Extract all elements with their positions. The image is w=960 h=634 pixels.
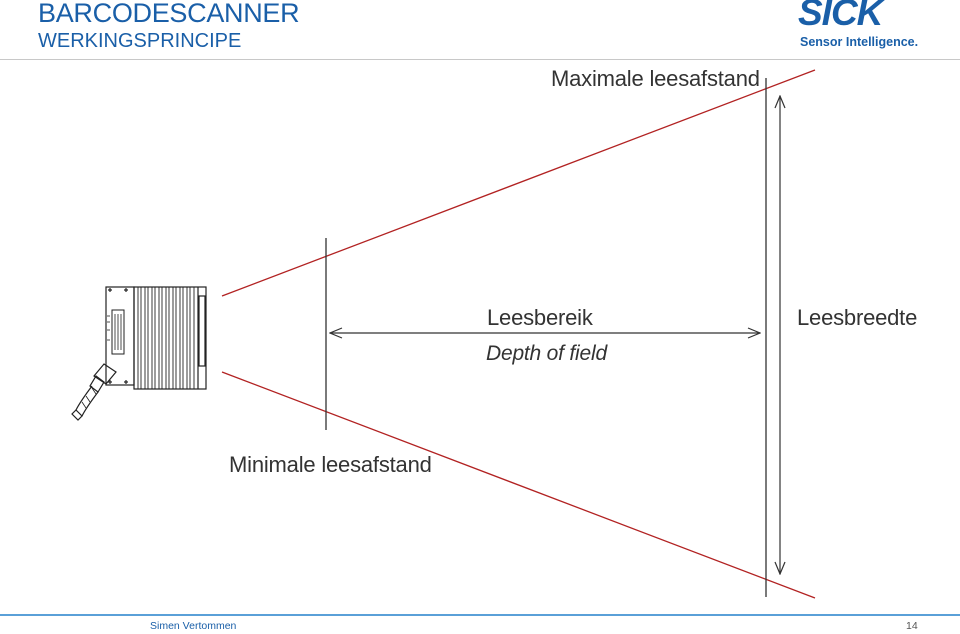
range-label: Leesbereik	[487, 305, 593, 330]
page-number: 14	[906, 620, 918, 632]
scanner-device-icon	[71, 286, 207, 421]
max-distance-label: Maximale leesafstand	[551, 66, 760, 91]
logo-wordmark: SICK	[798, 0, 883, 33]
min-distance-label: Minimale leesafstand	[229, 452, 432, 477]
beam-lower-edge	[221, 371, 816, 599]
footer-author: Simen Vertommen	[150, 620, 237, 632]
header-divider	[0, 59, 960, 60]
beam-upper-edge	[221, 69, 816, 297]
page-title: BARCODESCANNER	[38, 0, 300, 28]
sick-logo: SICK Sensor Intelligence.	[798, 0, 928, 54]
page-subtitle: WERKINGSPRINCIPE	[38, 30, 242, 52]
footer-divider	[0, 614, 960, 616]
logo-tagline: Sensor Intelligence.	[800, 35, 919, 49]
depth-of-field-label: Depth of field	[486, 342, 607, 365]
reading-width-label: Leesbreedte	[797, 305, 918, 330]
